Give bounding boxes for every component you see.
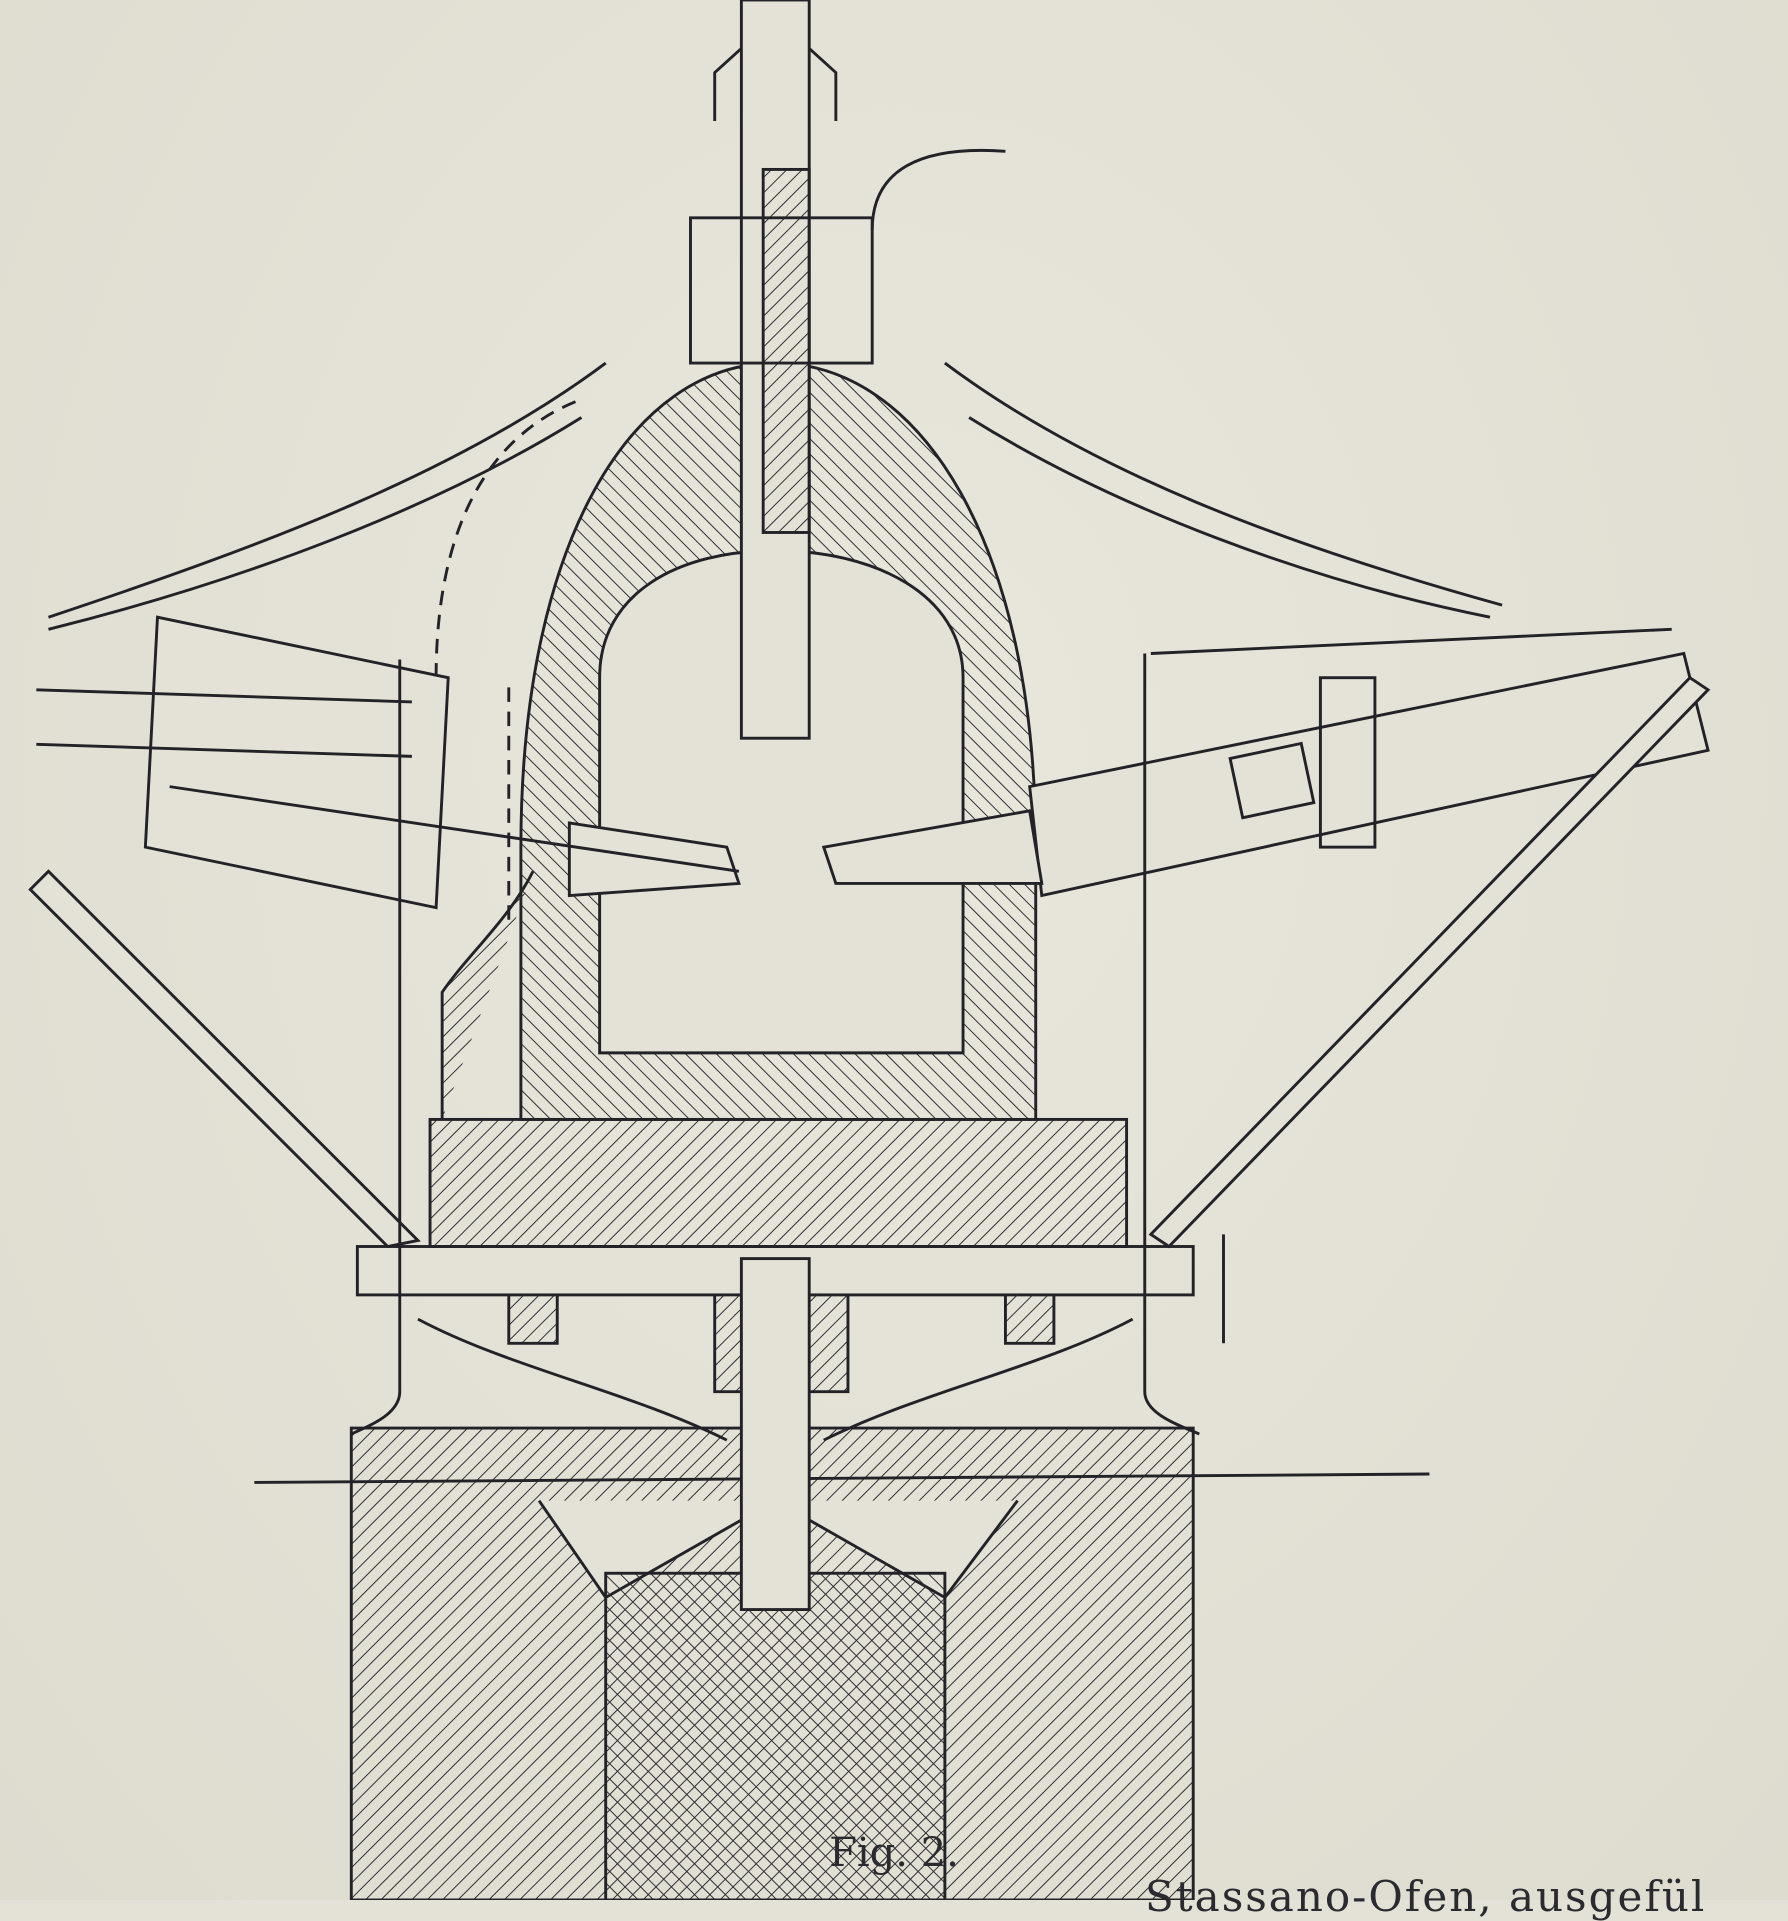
bottom-caption-text: Stassano-Ofen, ausgefül (1145, 1872, 1707, 1921)
base-block (604, 1571, 947, 1900)
left-strut (28, 869, 421, 1249)
base-slab (428, 1117, 1129, 1248)
left-electrode (36, 615, 741, 910)
right-electrode (821, 627, 1710, 898)
right-strut (1148, 675, 1711, 1249)
figure-caption: Fig. 2. (829, 1830, 959, 1876)
